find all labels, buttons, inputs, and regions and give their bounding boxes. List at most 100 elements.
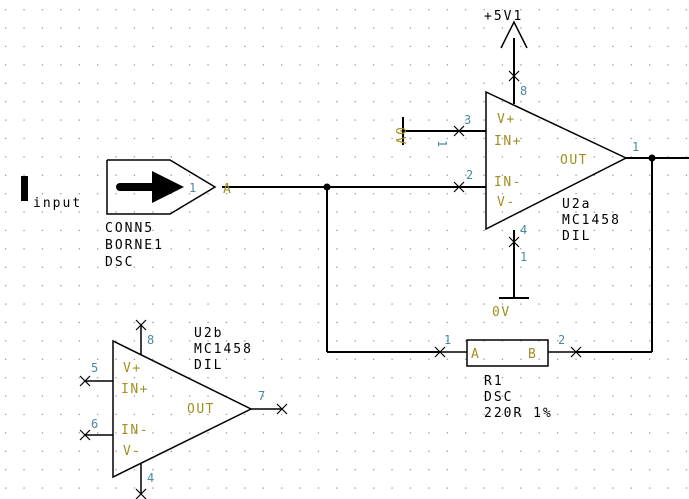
grid-dot (115, 174, 117, 176)
grid-dot (41, 64, 44, 66)
grid-dot (446, 229, 448, 232)
ground-symbol-0v[interactable]: 0V (492, 297, 529, 320)
grid-dot (299, 211, 301, 213)
grid-dot (391, 266, 393, 268)
grid-dot (5, 413, 7, 416)
opamp-u2b[interactable]: V+ IN+ IN- V- OUT 8 5 6 4 7 U2b MC1458 D… (85, 325, 282, 494)
grid-dot (281, 450, 283, 452)
opamp-u2a-body (485, 90, 628, 231)
grid-dot (465, 156, 467, 158)
grid-dot (649, 340, 651, 342)
grid-dot (501, 229, 504, 232)
grid-dot (133, 469, 136, 471)
grid-dot (97, 395, 99, 397)
u2a-vplus-name: V+ (497, 112, 516, 127)
grid-dot (391, 137, 393, 140)
grid-dot (557, 303, 559, 305)
grid-dot (593, 395, 596, 397)
grid-dot (391, 82, 393, 84)
grid-dot (428, 487, 430, 489)
grid-dot (5, 303, 7, 305)
grid-dot (667, 450, 669, 452)
grid-dot (336, 303, 338, 305)
grid-dot (23, 469, 25, 471)
grid-dot (152, 82, 154, 84)
pin-end-marker (79, 375, 91, 387)
grid-dot (5, 119, 7, 121)
grid-dot (299, 193, 301, 195)
grid-dot (667, 156, 669, 158)
grid-dot (207, 27, 209, 29)
grid-dot (667, 82, 669, 84)
u2a-pin8-number: 8 (520, 84, 527, 98)
grid-dot (189, 9, 191, 11)
grid-dot (409, 377, 412, 379)
grid-dot (630, 340, 632, 342)
grid-dot (170, 174, 172, 176)
grid-dot (373, 193, 375, 195)
grid-dot (501, 303, 504, 305)
grid-dot (41, 9, 44, 11)
grid-dot (685, 248, 688, 250)
input-label[interactable]: input (33, 196, 82, 211)
grid-dot (685, 469, 688, 471)
grid-dot (41, 303, 44, 305)
grid-dot (557, 248, 559, 250)
grid-dot (5, 248, 7, 250)
grid-dot (354, 395, 356, 397)
grid-dot (189, 285, 191, 287)
grid-dot (170, 487, 172, 489)
grid-dot (317, 432, 320, 434)
grid-dot (207, 82, 209, 84)
power-symbol-side-0v[interactable]: 0V (392, 117, 407, 146)
grid-dot (630, 229, 632, 232)
grid-dot (575, 377, 577, 379)
grid-dot (446, 285, 448, 287)
grid-dot (336, 229, 338, 232)
grid-dot (97, 377, 99, 379)
grid-dot (538, 358, 540, 360)
grid-dot (520, 45, 522, 48)
grid-dot (685, 321, 688, 324)
connector-conn5[interactable]: 1 A CONN5 BORNE1 DSC (105, 159, 232, 270)
grid-dot (5, 321, 7, 324)
u2b-value: MC1458 (194, 342, 253, 357)
grid-dot (23, 285, 25, 287)
grid-dot (630, 285, 632, 287)
u2a-out-name: OUT (560, 153, 588, 168)
grid-dot (483, 358, 485, 360)
grid-dot (557, 395, 559, 397)
grid-dot (501, 395, 504, 397)
grid-dot (97, 137, 99, 140)
r1-value: 220R 1% (484, 406, 553, 421)
grid-dot (317, 101, 320, 103)
grid-dot (170, 285, 172, 287)
grid-dot (409, 358, 412, 360)
resistor-r1[interactable]: A B 1 2 R1 DSC 220R 1% (440, 333, 576, 421)
opamp-u2a[interactable]: V+ IN+ IN- V- OUT 8 3 1 2 4 1 1 U2a MC14… (435, 84, 639, 264)
grid-dot (23, 82, 25, 84)
grid-dot (465, 45, 467, 48)
grid-dot (281, 377, 283, 379)
grid-dot (354, 450, 356, 452)
pin-end-marker (79, 429, 91, 441)
grid-dot (262, 82, 264, 84)
grid-dot (520, 229, 522, 232)
grid-dot (685, 45, 688, 48)
grid-dot (317, 321, 320, 324)
grid-dot (97, 487, 99, 489)
grid-dot (97, 266, 99, 268)
grid-dot (373, 137, 375, 140)
grid-dot (612, 450, 614, 452)
grid-dot (41, 450, 44, 452)
grid-dot (685, 9, 688, 11)
grid-dot (97, 156, 99, 158)
power-symbol-5v[interactable]: +5V1 (484, 9, 528, 49)
grid-dot (60, 377, 62, 379)
grid-dot (520, 377, 522, 379)
grid-dot (207, 266, 209, 268)
grid-dot (409, 174, 412, 176)
grid-dot (557, 45, 559, 48)
grid-dot (336, 174, 338, 176)
